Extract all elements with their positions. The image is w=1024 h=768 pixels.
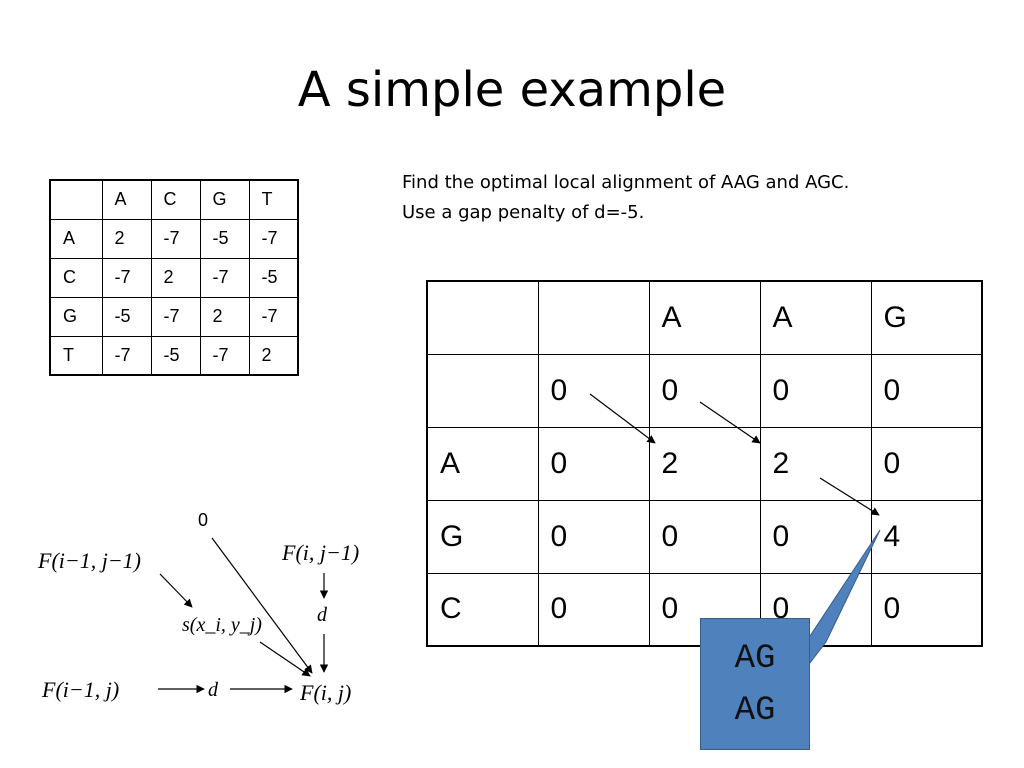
score-matrix-header-cell: C <box>150 179 201 220</box>
score-matrix-cell: -7 <box>150 296 201 337</box>
score-matrix-cell: -7 <box>248 218 299 259</box>
score-matrix-cell: C <box>49 257 103 298</box>
score-matrix-row: C -7 2 -7 -5 <box>49 257 299 298</box>
dp-table-cell: 0 <box>870 572 983 647</box>
dp-table-cell: 0 <box>870 353 983 428</box>
dp-table: A A G 0 0 0 0 A 0 2 2 0 G 0 0 0 4 C 0 0 … <box>426 280 983 647</box>
score-matrix-row: A 2 -7 -5 -7 <box>49 218 299 259</box>
dp-table-cell: 0 <box>537 426 650 501</box>
dp-table-row: A 0 2 2 0 <box>426 426 983 501</box>
dp-table-row: 0 0 0 0 <box>426 353 983 428</box>
score-matrix-cell: -7 <box>248 296 299 337</box>
dp-table-cell: 0 <box>648 353 761 428</box>
recurrence-arrow <box>259 641 311 677</box>
dp-table-cell: 0 <box>537 499 650 574</box>
dp-table-cell: G <box>426 499 539 574</box>
score-matrix-cell: G <box>49 296 103 337</box>
score-matrix-cell: T <box>49 335 103 376</box>
dp-table-header-cell <box>537 280 650 355</box>
recurrence-arrow <box>159 573 193 608</box>
recurrence-target: F(i, j) <box>300 680 352 705</box>
score-matrix-header-cell: A <box>101 179 152 220</box>
score-matrix-cell: -7 <box>150 218 201 259</box>
score-matrix-header-cell: G <box>199 179 250 220</box>
score-matrix-cell: -5 <box>150 335 201 376</box>
dp-table-header-cell: A <box>759 280 872 355</box>
score-matrix-cell: 2 <box>248 335 299 376</box>
dp-table-cell: 0 <box>537 572 650 647</box>
recurrence-up: F(i, j−1) <box>282 540 360 565</box>
score-matrix-cell: 2 <box>199 296 250 337</box>
dp-table-cell: 2 <box>648 426 761 501</box>
dp-table-row: G 0 0 0 4 <box>426 499 983 574</box>
score-matrix-cell: 2 <box>101 218 152 259</box>
score-matrix-header-cell: T <box>248 179 299 220</box>
dp-table-cell: C <box>426 572 539 647</box>
score-matrix-cell: -7 <box>101 257 152 298</box>
recurrence-left: F(i−1, j) <box>42 677 120 702</box>
dp-table-header-row: A A G <box>426 280 983 355</box>
score-matrix-row: T -7 -5 -7 2 <box>49 335 299 376</box>
recurrence-d-up: d <box>317 604 327 626</box>
instruction-line-2: Use a gap penalty of d=-5. <box>402 202 645 223</box>
dp-table-cell: 0 <box>870 426 983 501</box>
dp-table-cell: 2 <box>759 426 872 501</box>
score-matrix-cell: A <box>49 218 103 259</box>
dp-table-cell: 0 <box>648 499 761 574</box>
instructions: Find the optimal local alignment of AAG … <box>402 168 849 228</box>
score-matrix: A C G T A 2 -7 -5 -7 C -7 2 -7 -5 G -5 -… <box>49 179 299 376</box>
dp-table-header-cell <box>426 280 539 355</box>
recurrence-d-left: d <box>208 679 218 701</box>
score-matrix-cell: -5 <box>101 296 152 337</box>
score-matrix-header-row: A C G T <box>49 179 299 220</box>
score-matrix-cell: -5 <box>248 257 299 298</box>
dp-table-cell: 4 <box>870 499 983 574</box>
recurrence-zero: 0 <box>198 510 209 530</box>
alignment-line-1: AG <box>734 640 776 678</box>
dp-table-header-cell: G <box>870 280 983 355</box>
slide-title: A simple example <box>297 62 727 118</box>
recurrence-score: s(x_i, y_j) <box>182 614 262 636</box>
dp-table-cell: 0 <box>759 499 872 574</box>
dp-table-cell: 0 <box>537 353 650 428</box>
score-matrix-cell: -7 <box>101 335 152 376</box>
dp-table-header-cell: A <box>648 280 761 355</box>
alignment-callout: AG AG <box>700 618 810 750</box>
dp-table-cell: A <box>426 426 539 501</box>
score-matrix-header-cell <box>49 179 103 220</box>
score-matrix-cell: -5 <box>199 218 250 259</box>
score-matrix-row: G -5 -7 2 -7 <box>49 296 299 337</box>
instruction-line-1: Find the optimal local alignment of AAG … <box>402 172 850 193</box>
score-matrix-cell: -7 <box>199 335 250 376</box>
dp-table-cell <box>426 353 539 428</box>
score-matrix-cell: -7 <box>199 257 250 298</box>
recurrence-diag: F(i−1, j−1) <box>38 548 142 573</box>
alignment-line-2: AG <box>734 692 776 730</box>
score-matrix-cell: 2 <box>150 257 201 298</box>
dp-table-cell: 0 <box>759 353 872 428</box>
